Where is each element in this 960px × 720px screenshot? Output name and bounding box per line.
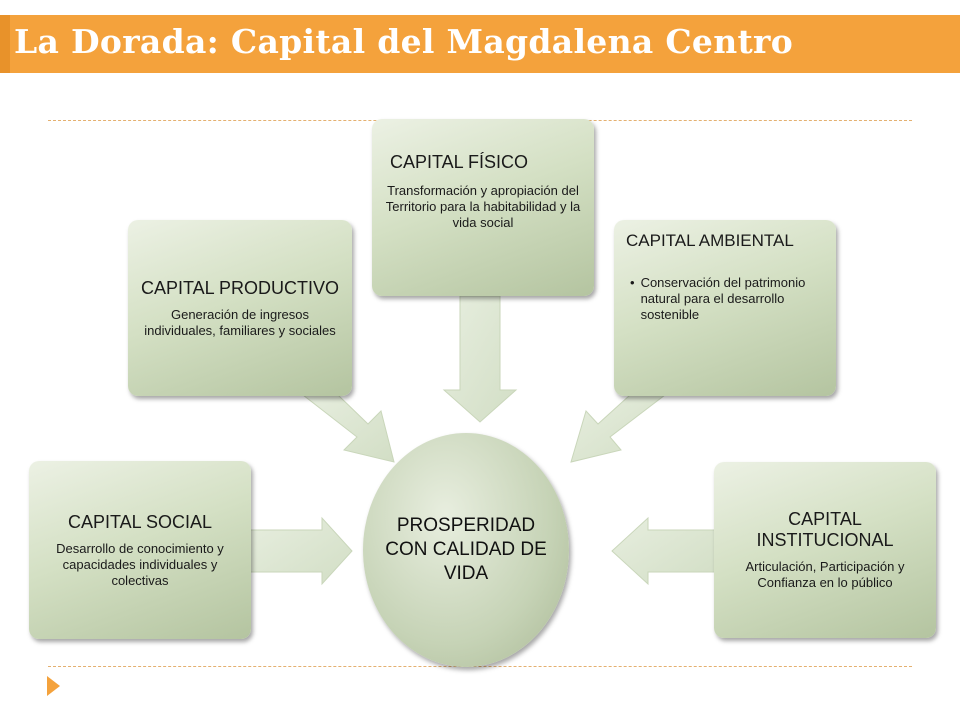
slide-title: La Dorada: Capital del Magdalena Centro	[14, 22, 794, 61]
capital-fisico-description: Transformación y apropiación del Territo…	[385, 183, 581, 230]
title-accent	[0, 15, 10, 73]
arrow-ambiental	[570, 394, 667, 463]
arrow-institucional	[611, 516, 717, 586]
bottom-divider	[48, 666, 912, 667]
box-capital-productivo: CAPITAL PRODUCTIVO Generación de ingreso…	[128, 220, 352, 396]
capital-ambiental-title: CAPITAL AMBIENTAL	[626, 231, 794, 250]
center-circle-prosperidad: PROSPERIDAD CON CALIDAD DE VIDA	[363, 433, 569, 667]
capital-social-title: CAPITAL SOCIAL	[67, 511, 213, 532]
capital-ambiental-description: Conservación del patrimonio natural para…	[640, 275, 806, 322]
capital-ambiental-bullet-item: • Conservación del patrimonio natural pa…	[626, 275, 824, 323]
arrow-fisico	[442, 295, 518, 423]
capital-institucional-description: Articulación, Participación y Confianza …	[745, 559, 905, 590]
capital-productivo-description: Generación de ingresos individuales, fam…	[144, 306, 336, 338]
arrow-productivo	[301, 394, 395, 463]
arrow-social	[249, 516, 353, 586]
capital-fisico-title: CAPITAL FÍSICO	[390, 152, 529, 172]
box-capital-ambiental: CAPITAL AMBIENTAL • Conservación del pat…	[614, 220, 836, 396]
bullet-icon: •	[630, 275, 635, 290]
box-capital-institucional: CAPITAL INSTITUCIONAL Articulación, Part…	[714, 462, 936, 638]
title-bar: La Dorada: Capital del Magdalena Centro	[0, 15, 960, 73]
center-label: PROSPERIDAD CON CALIDAD DE VIDA	[385, 515, 547, 584]
box-capital-fisico: CAPITAL FÍSICO Transformación y apropiac…	[372, 119, 594, 296]
box-capital-social: CAPITAL SOCIAL Desarrollo de conocimient…	[29, 461, 251, 639]
capital-productivo-title: CAPITAL PRODUCTIVO	[140, 277, 340, 298]
slide-marker-triangle-icon	[47, 676, 60, 696]
capital-social-description: Desarrollo de conocimiento y capacidades…	[56, 540, 224, 588]
capital-institucional-title: CAPITAL INSTITUCIONAL	[756, 509, 894, 550]
